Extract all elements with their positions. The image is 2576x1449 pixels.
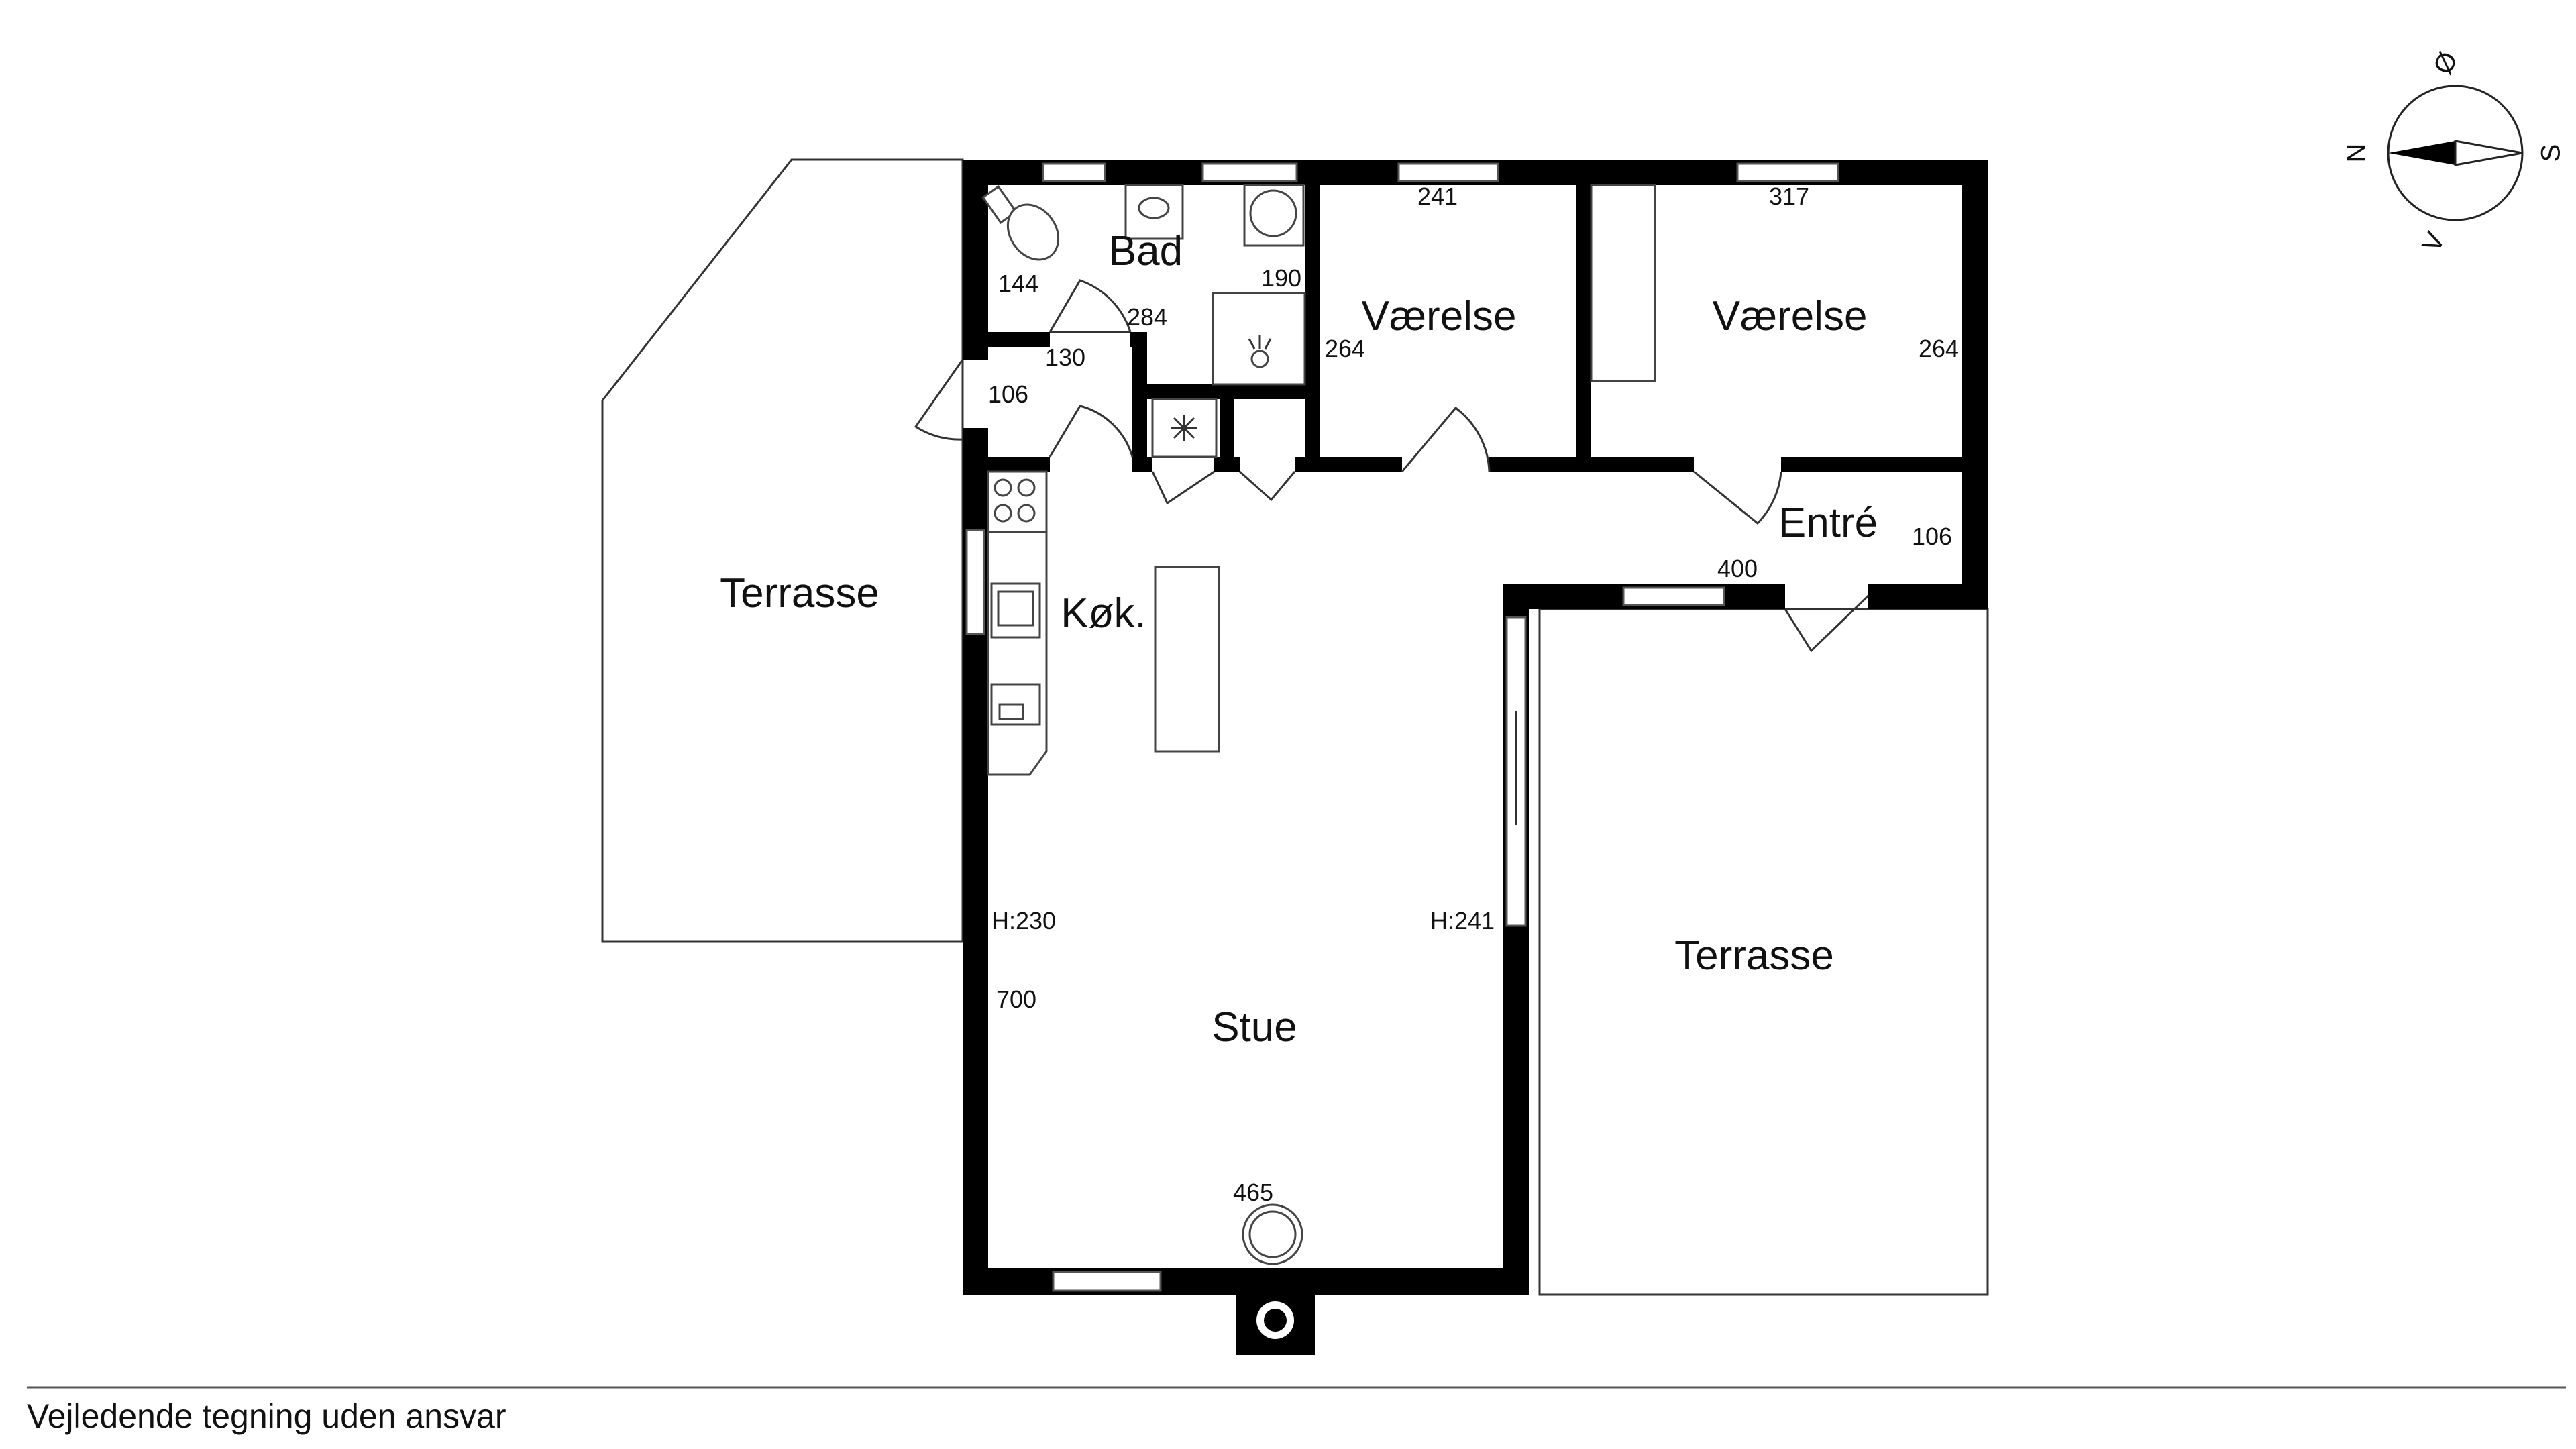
room-label-terrace-east: Terrasse: [1674, 932, 1834, 979]
terrace-east-outline: [1538, 608, 1989, 1296]
compass-south-label: S: [2536, 144, 2566, 162]
dim-bath-width: 190: [1261, 264, 1301, 292]
room-label-bath: Bad: [1109, 228, 1183, 274]
room-label-terrace-west: Terrasse: [720, 570, 879, 616]
shower-icon: [1212, 292, 1306, 386]
dim-bedroom-1-depth: 264: [1325, 335, 1365, 362]
kitchen-sink-icon: [990, 582, 1041, 639]
dim-entry-width: 400: [1717, 555, 1758, 582]
dimension-labels: 144 284 190 130 106 241 264 317 264 400 …: [988, 182, 1959, 1206]
toilet-icon: [981, 185, 1060, 261]
dim-hall-door: 106: [988, 380, 1028, 408]
freezer-icon: [1151, 398, 1218, 458]
dim-hall-depth: 130: [1045, 343, 1085, 371]
terrace-west-outline: [601, 158, 964, 943]
chimney-icon: [1236, 1295, 1315, 1355]
windows: [965, 162, 1839, 1292]
doors: [914, 279, 1870, 653]
fixtures: [981, 184, 1656, 1355]
wardrobe: [1590, 184, 1656, 382]
dim-height-east: H:241: [1430, 907, 1495, 934]
sink-icon: [1124, 184, 1184, 240]
compass-needle-north: [2388, 141, 2455, 165]
stove-icon: [994, 478, 1036, 523]
washing-machine-icon: [1243, 184, 1305, 247]
dim-toilet-width: 144: [998, 270, 1038, 297]
dim-entry-depth: 106: [1912, 523, 1952, 550]
compass-east-label: Ø: [2428, 48, 2463, 79]
room-labels: Terrasse Bad Værelse Værelse Entré Køk. …: [720, 228, 1878, 1051]
dim-bedroom-1-width: 241: [1417, 182, 1458, 210]
room-label-kitchen: Køk.: [1061, 590, 1146, 637]
compass: N Ø S V: [2342, 48, 2566, 257]
dim-height-west: H:230: [991, 907, 1056, 934]
room-label-bedroom-1: Værelse: [1362, 293, 1517, 339]
dim-bedroom-2-depth: 264: [1919, 335, 1959, 362]
compass-west-label: V: [2416, 227, 2451, 256]
room-label-living: Stue: [1212, 1004, 1297, 1051]
dim-living-width: 465: [1233, 1179, 1273, 1206]
dim-bedroom-2-width: 317: [1769, 182, 1809, 210]
kitchen-island: [1154, 566, 1220, 753]
room-label-bedroom-2: Værelse: [1713, 293, 1868, 339]
dim-bath-corridor: 284: [1127, 303, 1167, 331]
stove-heater-icon: [1242, 1203, 1303, 1265]
dim-living-depth: 700: [996, 985, 1036, 1013]
footer-note: Vejledende tegning uden ansvar: [27, 1397, 506, 1435]
room-label-entry: Entré: [1778, 500, 1878, 546]
dishwasher-icon: [990, 683, 1041, 726]
compass-north-label: N: [2342, 144, 2371, 163]
compass-needle-south: [2454, 140, 2523, 166]
walls: [963, 160, 1988, 1295]
